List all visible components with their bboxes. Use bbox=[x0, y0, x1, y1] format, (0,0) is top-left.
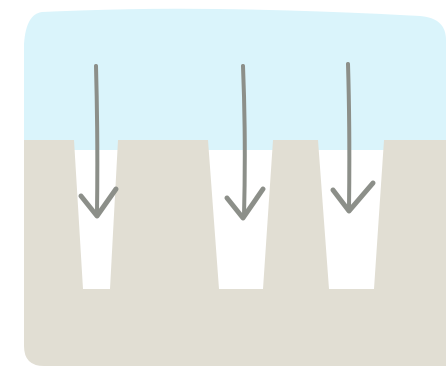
arrow-head bbox=[224, 186, 266, 221]
arrow-1 bbox=[78, 64, 119, 219]
water-region bbox=[24, 8, 446, 150]
arrow-head bbox=[78, 186, 119, 219]
arrow-2 bbox=[224, 64, 266, 221]
arrow-head bbox=[330, 180, 376, 214]
down-arrow-icon bbox=[241, 64, 247, 218]
arrow-3 bbox=[330, 62, 376, 214]
down-arrow-icon bbox=[346, 62, 352, 211]
down-arrow-icon bbox=[94, 64, 100, 214]
ground-region bbox=[24, 140, 446, 366]
